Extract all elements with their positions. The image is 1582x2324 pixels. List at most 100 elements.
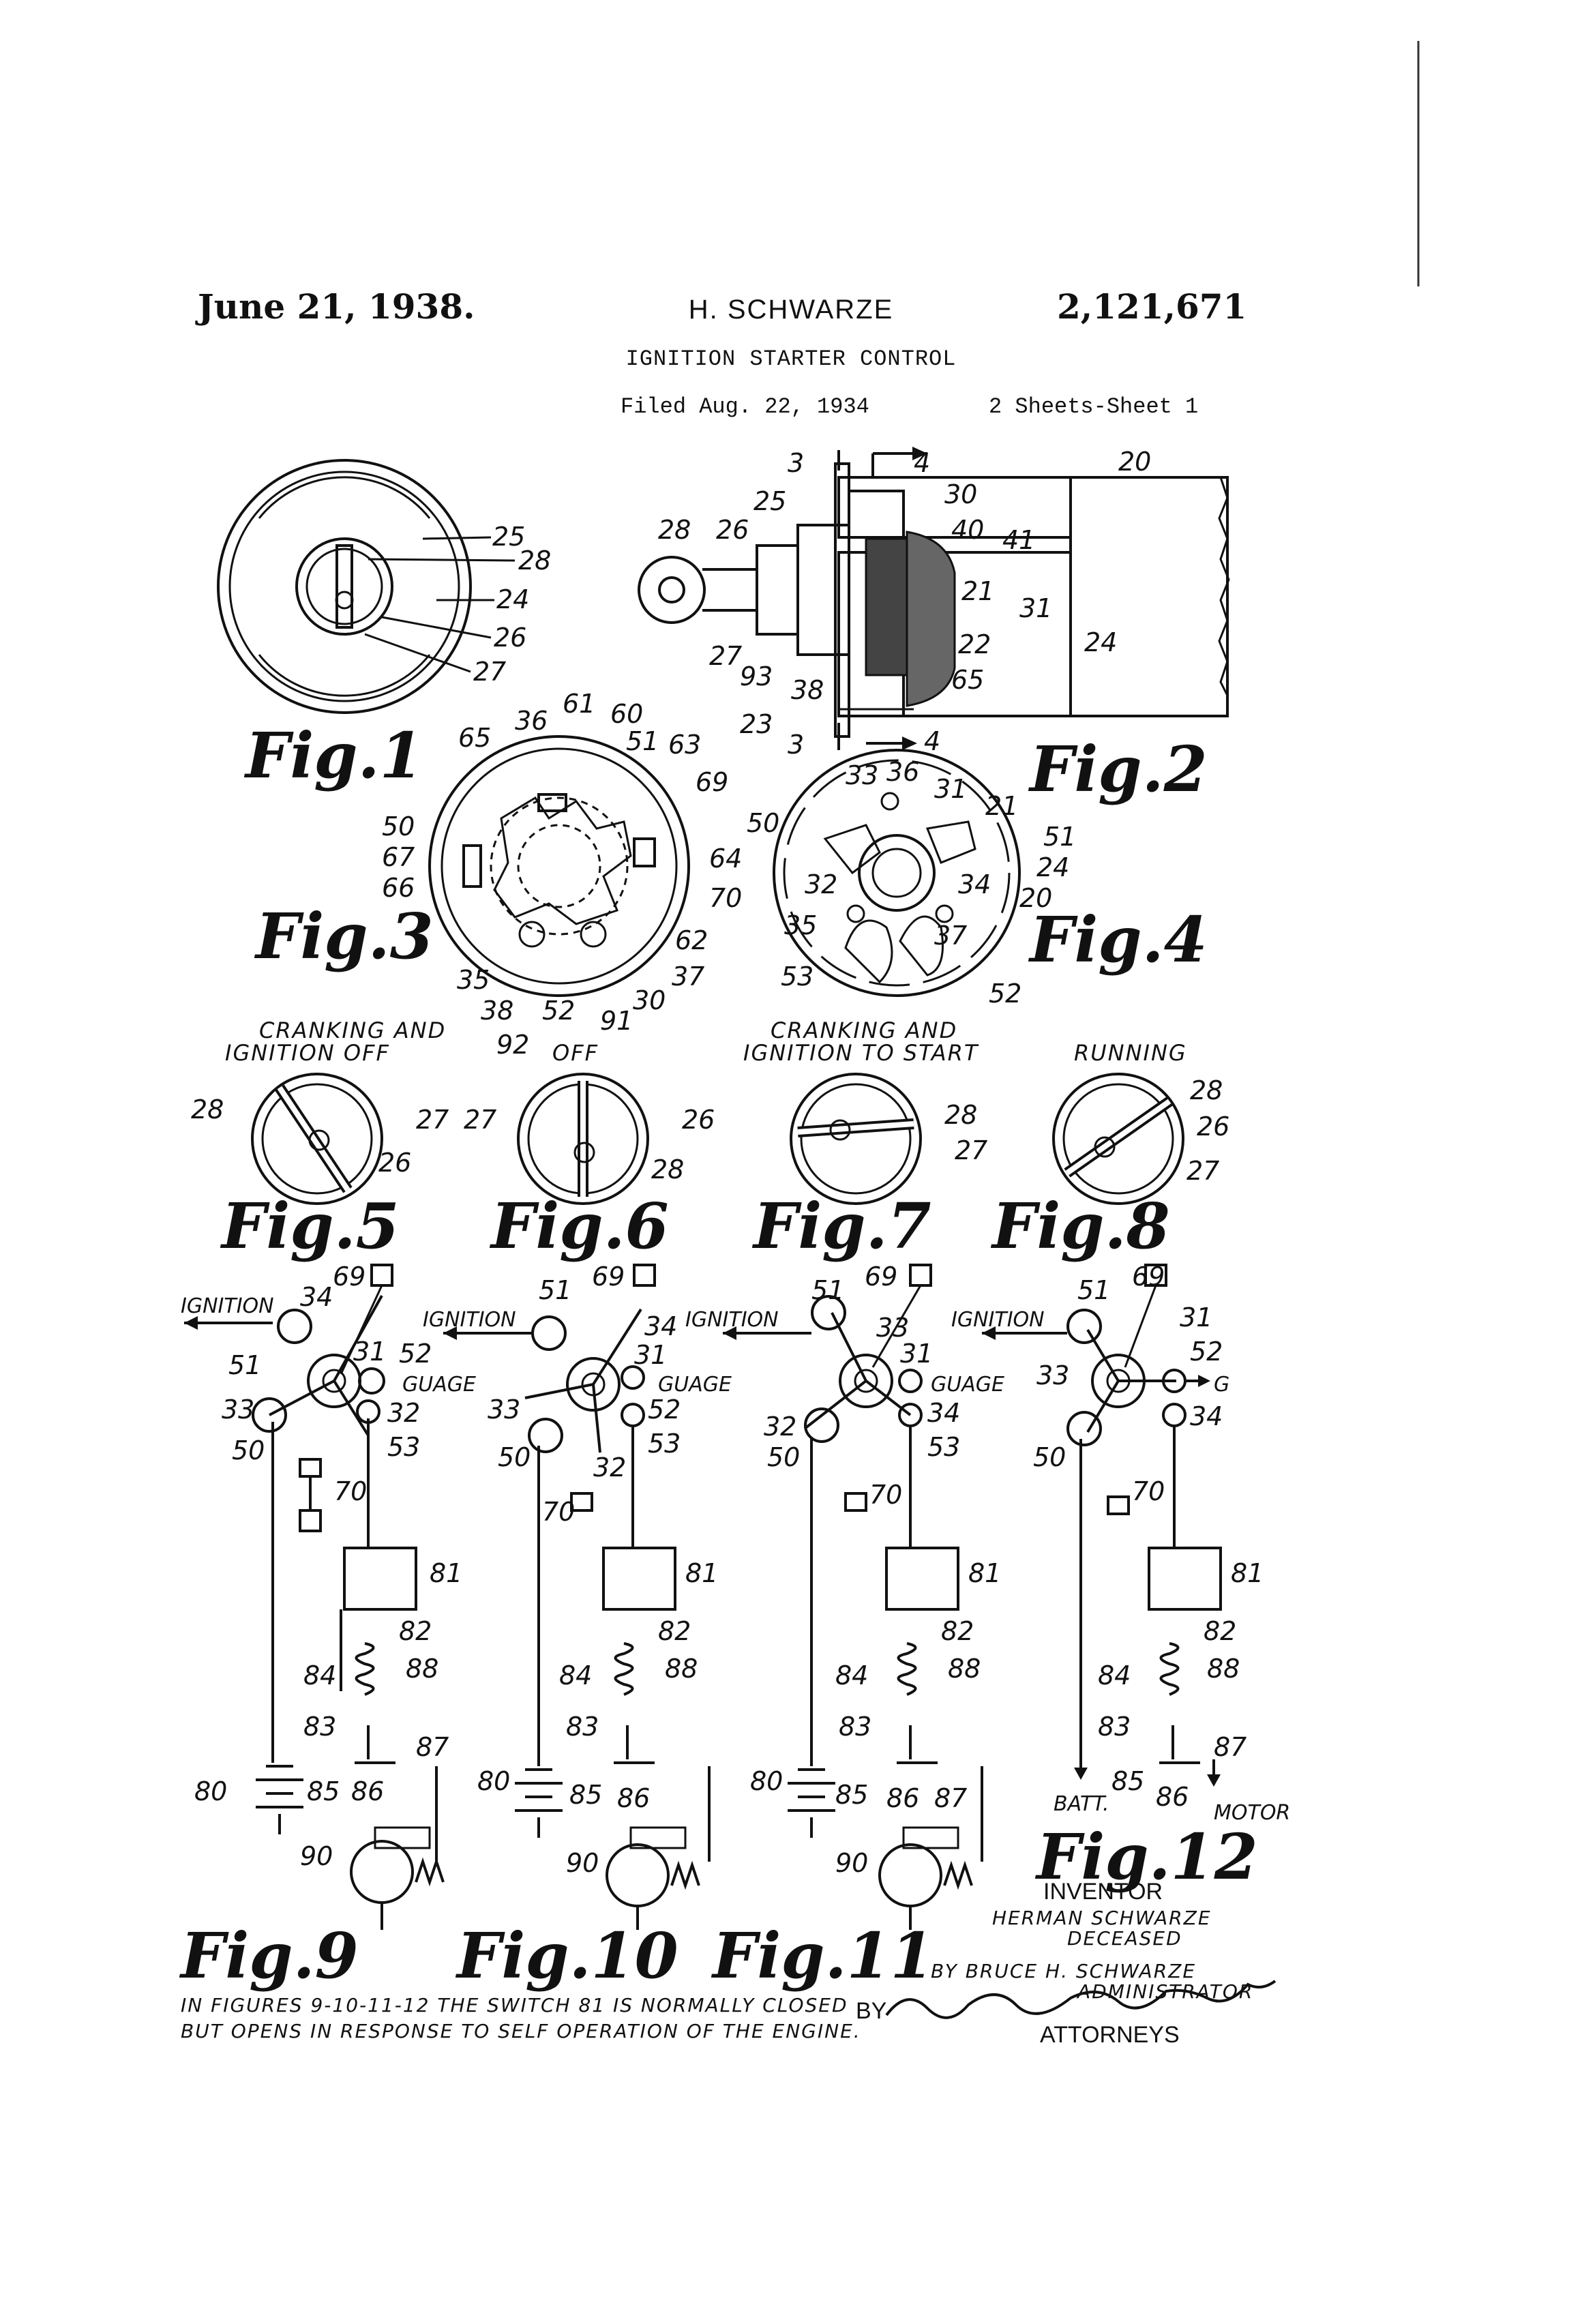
ignition-label-fig12: IGNITION xyxy=(951,1308,1045,1332)
numeral-28-fig8: 28 xyxy=(1190,1075,1223,1105)
numeral-3-top: 3 xyxy=(788,448,804,478)
numeral-53-fig11: 53 xyxy=(927,1432,960,1462)
fig7-drawing xyxy=(790,1073,922,1205)
numeral-88-fig12: 88 xyxy=(1207,1654,1240,1684)
numeral-80-fig11: 80 xyxy=(750,1766,783,1796)
fig5-label: Fig.5 xyxy=(220,1189,400,1263)
numeral-31-fig12: 31 xyxy=(1180,1302,1212,1332)
numeral-50-fig3: 50 xyxy=(382,811,415,841)
numeral-4-top: 4 xyxy=(914,448,930,478)
batt-label: BATT. xyxy=(1054,1792,1109,1816)
numeral-82-fig9: 82 xyxy=(399,1616,432,1646)
fig12-label: Fig.12 xyxy=(1034,1820,1258,1894)
fig1-drawing xyxy=(217,459,516,714)
numeral-33-fig10: 33 xyxy=(488,1395,520,1425)
numeral-24-fig2: 24 xyxy=(1084,627,1117,657)
guage-label-fig10: GUAGE xyxy=(658,1373,732,1397)
fig9-circuit xyxy=(184,1264,445,1930)
numeral-51-fig12: 51 xyxy=(1077,1275,1110,1305)
numeral-65-fig3: 65 xyxy=(458,723,491,753)
numeral-32-fig10: 32 xyxy=(593,1452,626,1483)
numeral-27: 27 xyxy=(473,657,506,687)
numeral-92: 92 xyxy=(496,1030,529,1060)
numeral-84-fig12: 84 xyxy=(1098,1660,1131,1690)
numeral-93: 93 xyxy=(740,661,773,691)
fig5-caption-line1: CRANKING AND xyxy=(259,1017,446,1043)
numeral-51-fig9: 51 xyxy=(228,1350,261,1380)
fig7-label: Fig.7 xyxy=(751,1189,931,1263)
numeral-53-fig9: 53 xyxy=(387,1432,420,1462)
numeral-26-fig6: 26 xyxy=(682,1105,715,1135)
numeral-85-fig10: 85 xyxy=(569,1780,602,1810)
numeral-51-fig10: 51 xyxy=(539,1275,571,1305)
numeral-87-fig11: 87 xyxy=(934,1783,967,1813)
numeral-65: 65 xyxy=(951,665,984,695)
motor-label: MOTOR xyxy=(1214,1801,1290,1825)
fig3-drawing xyxy=(428,735,690,997)
numeral-52-fig9: 52 xyxy=(399,1339,432,1369)
numeral-85-fig12: 85 xyxy=(1111,1766,1144,1796)
fig1-label: Fig.1 xyxy=(243,719,423,792)
numeral-38: 38 xyxy=(791,675,824,705)
numeral-83-fig11: 83 xyxy=(839,1712,871,1742)
numeral-20: 20 xyxy=(1118,447,1151,477)
numeral-51-fig11: 51 xyxy=(811,1275,844,1305)
numeral-50-fig10: 50 xyxy=(498,1442,531,1472)
numeral-31-fig4: 31 xyxy=(934,774,967,804)
numeral-27-fig6: 27 xyxy=(464,1105,496,1135)
numeral-88-fig11: 88 xyxy=(948,1654,981,1684)
patent-number: 2,121,671 xyxy=(1057,286,1247,327)
numeral-50-fig12: 50 xyxy=(1033,1442,1066,1472)
numeral-64: 64 xyxy=(709,844,742,874)
g-label-fig12: G xyxy=(1214,1373,1229,1397)
inventor-status: DECEASED xyxy=(1067,1927,1182,1950)
numeral-34-fig12: 34 xyxy=(1190,1401,1223,1431)
by-label: BY xyxy=(856,1998,886,2024)
numeral-4-bottom: 4 xyxy=(924,726,940,756)
numeral-86-fig10: 86 xyxy=(617,1783,650,1813)
fig7-caption-line1: CRANKING AND xyxy=(771,1017,957,1043)
numeral-84-fig10: 84 xyxy=(559,1660,592,1690)
numeral-86-fig11: 86 xyxy=(886,1783,919,1813)
numeral-33-fig9: 33 xyxy=(222,1395,254,1425)
numeral-3-bottom: 3 xyxy=(788,730,804,760)
numeral-24: 24 xyxy=(496,584,529,614)
fig11-label: Fig.11 xyxy=(711,1919,934,1993)
guage-label-fig11: GUAGE xyxy=(931,1373,1004,1397)
attorney-signature xyxy=(885,1980,1277,2019)
ignition-label-fig11: IGNITION xyxy=(685,1308,779,1332)
numeral-81-fig11: 81 xyxy=(968,1558,1001,1588)
fig9-label: Fig.9 xyxy=(179,1919,359,1993)
numeral-52-fig10: 52 xyxy=(648,1395,681,1425)
numeral-26-fig8: 26 xyxy=(1197,1112,1229,1142)
numeral-52-fig4: 52 xyxy=(989,979,1021,1009)
inventor-full-name: HERMAN SCHWARZE xyxy=(992,1907,1212,1929)
patent-title: IGNITION STARTER CONTROL xyxy=(625,346,957,372)
numeral-53-fig4: 53 xyxy=(781,962,814,992)
numeral-82-fig10: 82 xyxy=(658,1616,691,1646)
numeral-70-fig11: 70 xyxy=(869,1480,902,1510)
numeral-40: 40 xyxy=(951,515,984,545)
footnote-line1: IN FIGURES 9-10-11-12 THE SWITCH 81 IS N… xyxy=(181,1994,848,2016)
numeral-31-fig10: 31 xyxy=(634,1340,667,1370)
numeral-33-fig4: 33 xyxy=(846,760,878,790)
numeral-81-fig12: 81 xyxy=(1231,1558,1264,1588)
numeral-61: 61 xyxy=(563,689,595,719)
numeral-36-fig4: 36 xyxy=(886,757,919,787)
numeral-34-fig11: 34 xyxy=(927,1398,960,1428)
numeral-80-fig9: 80 xyxy=(194,1776,227,1806)
filed-date: Filed Aug. 22, 1934 xyxy=(621,394,869,419)
numeral-34-fig9: 34 xyxy=(300,1282,333,1312)
fig7-caption-line2: IGNITION TO START xyxy=(743,1040,979,1066)
numeral-31: 31 xyxy=(1019,593,1052,623)
numeral-30-fig3: 30 xyxy=(633,985,666,1015)
numeral-27-fig5: 27 xyxy=(416,1105,449,1135)
fig8-label: Fig.8 xyxy=(990,1189,1170,1263)
fig11-circuit xyxy=(723,1264,983,1930)
attorneys-label: ATTORNEYS xyxy=(1040,2022,1180,2048)
numeral-28-fig7: 28 xyxy=(944,1100,977,1130)
numeral-85-fig11: 85 xyxy=(835,1780,868,1810)
numeral-20-fig4: 20 xyxy=(1019,883,1052,913)
numeral-28-fig5: 28 xyxy=(191,1094,224,1124)
